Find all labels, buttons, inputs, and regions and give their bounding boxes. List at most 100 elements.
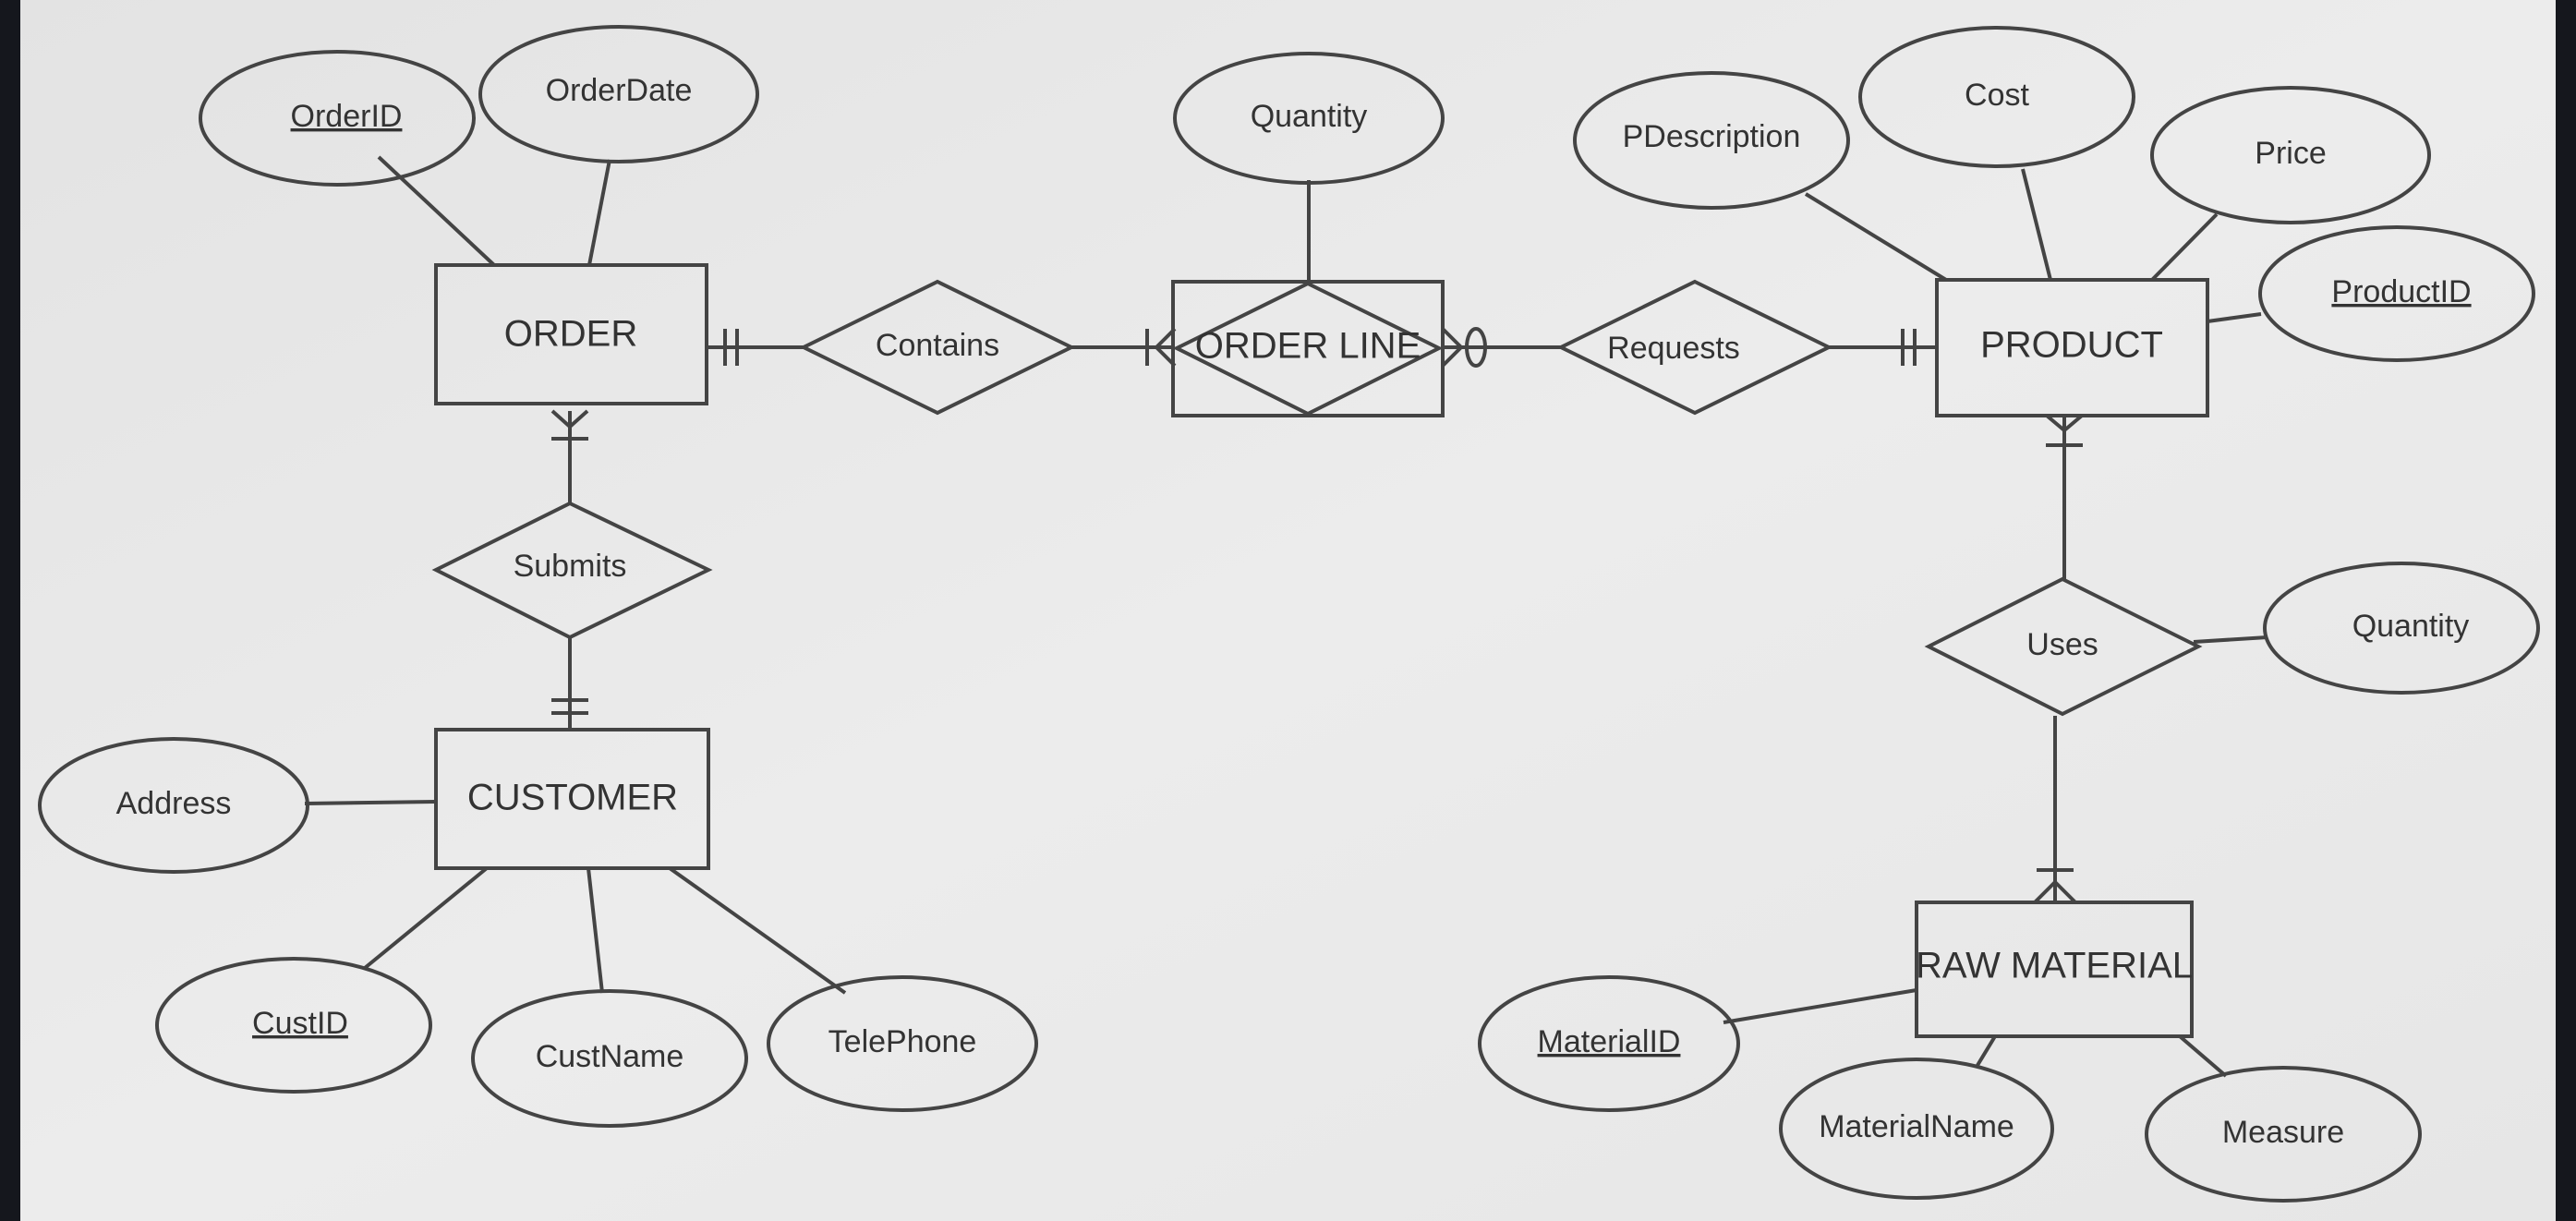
line-orderdate — [587, 159, 611, 266]
attribute-uses-quantity-label: Quantity — [2352, 609, 2470, 644]
line-measure — [2178, 1034, 2228, 1078]
mandatory-one-mark — [551, 698, 588, 715]
attribute-cust-name-label: CustName — [536, 1039, 684, 1074]
connectors — [304, 155, 2268, 1078]
attribute-ellipse — [2258, 225, 2535, 362]
relationship-submits[interactable]: Submits — [431, 501, 713, 640]
line-productid — [2207, 312, 2262, 323]
relationship-diamond — [1556, 279, 1833, 416]
entity-customer[interactable]: CUSTOMER — [434, 728, 710, 870]
entity-customer-label: CUSTOMER — [467, 778, 678, 818]
attribute-ellipse — [1573, 71, 1850, 210]
line-orderid — [377, 155, 496, 267]
entity-box — [1935, 278, 2209, 417]
attribute-order-date-label: OrderDate — [546, 73, 693, 108]
attribute-p-description[interactable]: PDescription — [1573, 71, 1850, 210]
line-cost — [2021, 168, 2052, 281]
attribute-telephone[interactable]: TelePhone — [767, 975, 1038, 1112]
line-custname — [587, 867, 604, 994]
relationship-requests-label: Requests — [1607, 331, 1740, 366]
entity-box — [434, 728, 710, 870]
attribute-measure[interactable]: Measure — [2145, 1066, 2422, 1203]
line-pdescription — [1804, 192, 1948, 282]
relationship-uses[interactable]: Uses — [1924, 576, 2203, 717]
line-materialname — [1975, 1034, 1997, 1069]
relationship-requests[interactable]: Requests — [1556, 279, 1833, 416]
attribute-ellipse — [199, 50, 476, 187]
line-materialid — [1723, 988, 1917, 1024]
attribute-product-id[interactable]: ProductID — [2258, 225, 2535, 362]
entity-order-label: ORDER — [504, 314, 637, 355]
relationship-contains-label: Contains — [876, 328, 999, 363]
entity-product-label: PRODUCT — [1980, 325, 2163, 366]
attribute-price-label: Price — [2255, 136, 2326, 171]
entity-order[interactable]: ORDER — [434, 263, 708, 405]
attribute-ellipse — [2150, 86, 2431, 224]
attribute-telephone-label: TelePhone — [828, 1024, 977, 1059]
attribute-order-date[interactable]: OrderDate — [478, 25, 759, 163]
attribute-ellipse — [767, 975, 1038, 1112]
attribute-address-label: Address — [116, 786, 232, 821]
line-custid — [363, 866, 489, 970]
attribute-ellipse — [155, 957, 432, 1094]
attribute-measure-label: Measure — [2222, 1115, 2344, 1150]
entity-raw-material[interactable]: RAW MATERIAL — [1915, 901, 2194, 1038]
relationship-submits-label: Submits — [514, 549, 627, 584]
one-or-many-mark — [2033, 868, 2077, 904]
line-price — [2150, 212, 2219, 282]
entity-box — [434, 263, 708, 405]
relationship-diamond — [1924, 576, 2203, 717]
associative-diamond — [1172, 281, 1444, 417]
attribute-cost[interactable]: Cost — [1858, 26, 2135, 168]
attribute-material-id-label: MaterialID — [1538, 1024, 1681, 1059]
attribute-cust-id-label: CustID — [252, 1006, 348, 1041]
attribute-material-name-label: MaterialName — [1819, 1109, 2014, 1144]
attribute-ellipse — [2145, 1066, 2422, 1203]
left-bezel — [0, 0, 20, 1221]
entity-box — [1915, 901, 2194, 1038]
line-telephone — [668, 866, 847, 995]
attribute-uses-quantity[interactable]: Quantity — [2263, 562, 2540, 695]
attribute-product-id-label: ProductID — [2331, 274, 2471, 309]
one-or-many-mark — [550, 409, 589, 441]
attribute-cust-id[interactable]: CustID — [155, 957, 432, 1094]
attribute-orderline-quantity[interactable]: Quantity — [1173, 52, 1445, 185]
relationship-diamond — [799, 279, 1076, 416]
attribute-price[interactable]: Price — [2150, 86, 2431, 224]
attribute-address[interactable]: Address — [38, 737, 309, 874]
mandatory-one-mark — [1901, 329, 1917, 366]
cardinality-marks — [550, 327, 2084, 904]
attribute-material-id[interactable]: MaterialID — [1478, 975, 1740, 1112]
zero-or-many-mark — [1441, 327, 1487, 368]
entity-order-line-label: ORDER LINE — [1195, 326, 1421, 367]
diagram-canvas — [20, 0, 2556, 1221]
right-bezel — [2556, 0, 2576, 1221]
attribute-ellipse — [478, 25, 759, 163]
attribute-cost-label: Cost — [1965, 78, 2029, 113]
attribute-orderline-quantity-label: Quantity — [1251, 99, 1368, 134]
one-or-many-mark — [2045, 414, 2084, 447]
attribute-ellipse — [1478, 975, 1740, 1112]
line-address — [304, 800, 437, 805]
entity-product[interactable]: PRODUCT — [1935, 278, 2209, 417]
relationship-uses-label: Uses — [2026, 627, 2098, 662]
attribute-p-description-label: PDescription — [1623, 119, 1801, 154]
attribute-ellipse — [471, 989, 748, 1128]
attribute-ellipse — [2263, 562, 2540, 695]
attribute-order-id[interactable]: OrderID — [199, 50, 476, 187]
relationship-diamond — [431, 501, 713, 640]
attribute-ellipse — [1173, 52, 1445, 185]
attribute-material-name[interactable]: MaterialName — [1779, 1058, 2054, 1200]
line-uses-quantity — [2193, 635, 2268, 644]
relationship-contains[interactable]: Contains — [799, 279, 1076, 416]
attribute-order-id-label: OrderID — [291, 99, 403, 134]
entity-raw-material-label: RAW MATERIAL — [1916, 946, 2193, 986]
mandatory-one-mark — [723, 329, 739, 366]
attribute-ellipse — [1858, 26, 2135, 168]
entity-order-line[interactable]: ORDER LINE — [1171, 280, 1445, 417]
attribute-cust-name[interactable]: CustName — [471, 989, 748, 1128]
attribute-ellipse — [38, 737, 309, 874]
attribute-ellipse — [1779, 1058, 2054, 1200]
